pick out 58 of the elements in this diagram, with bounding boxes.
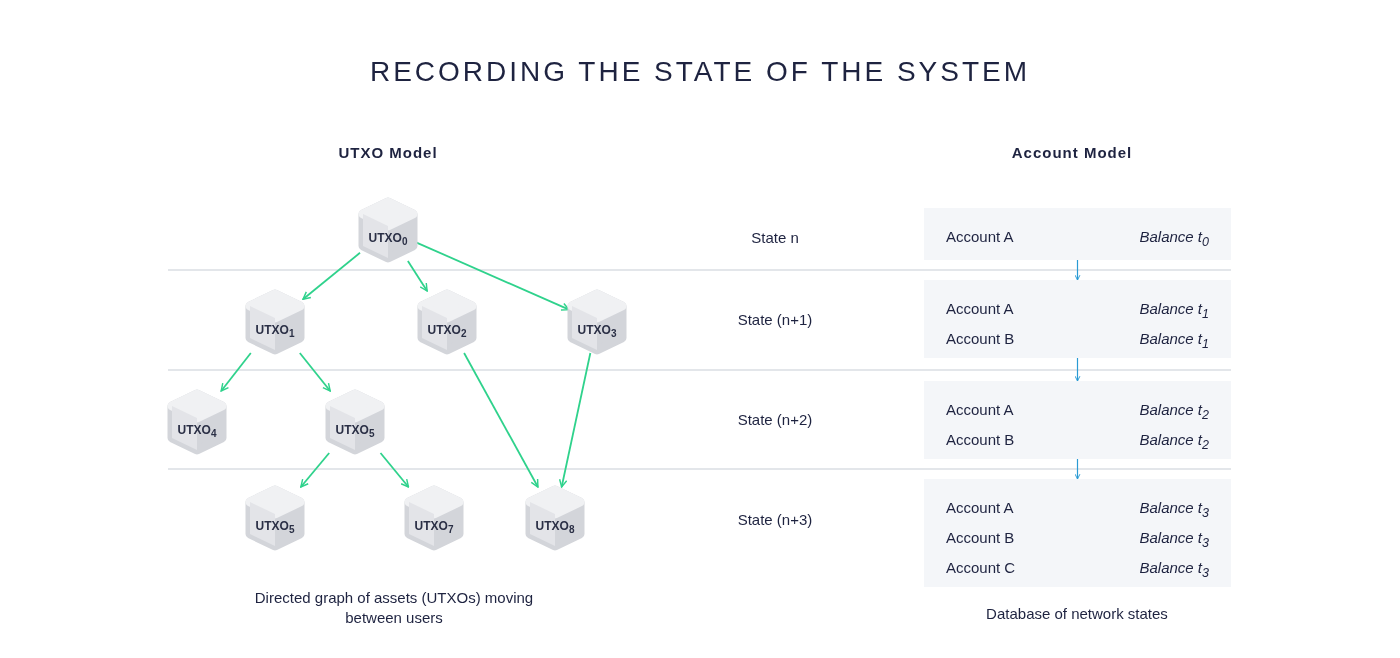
state-label: State (n+1) <box>737 311 813 328</box>
cube-label: UTXO$_{0}$ <box>367 231 409 248</box>
balance-value: Balance t$_{1}$ <box>1139 330 1209 353</box>
account-card <box>924 280 1231 358</box>
arrow <box>299 452 331 488</box>
arrow <box>220 352 252 392</box>
account-name: Account A <box>946 300 1014 319</box>
account-name: Account A <box>946 499 1014 518</box>
arrow <box>558 352 592 488</box>
cube-label: UTXO$_{8}$ <box>534 519 576 536</box>
arrow <box>1074 458 1081 480</box>
account-name: Account B <box>946 529 1015 548</box>
utxo-cube <box>404 485 464 551</box>
account-name: Account B <box>946 431 1015 450</box>
arrow <box>407 260 428 292</box>
cube-label: UTXO$_{4}$ <box>176 423 218 440</box>
account-card <box>924 479 1231 587</box>
utxo-cube <box>525 485 585 551</box>
caption: Directed graph of assets (UTXOs) moving between users <box>254 588 534 628</box>
cube-label: UTXO$_{2}$ <box>426 323 468 340</box>
arrow <box>298 352 332 392</box>
utxo-cube <box>325 389 385 455</box>
arrow <box>1074 357 1081 382</box>
cube-label: UTXO$_{5}$ <box>334 423 376 440</box>
state-label: State n <box>751 229 799 246</box>
utxo-cube <box>245 289 305 355</box>
arrow <box>463 352 539 488</box>
account-card <box>924 208 1231 260</box>
section-heading: Account Model <box>1011 144 1133 161</box>
balance-value: Balance t$_{2}$ <box>1139 431 1209 454</box>
account-name: Account C <box>946 559 1016 578</box>
section-heading: UTXO Model <box>338 144 438 161</box>
state-label: State (n+3) <box>737 511 813 528</box>
account-name: Account A <box>946 228 1014 247</box>
account-name: Account A <box>946 401 1014 420</box>
utxo-cube <box>245 485 305 551</box>
cube-label: UTXO$_{5}$ <box>254 519 296 536</box>
utxo-cube <box>358 197 418 263</box>
arrow <box>1074 259 1081 281</box>
arrow <box>302 251 361 301</box>
balance-value: Balance t$_{1}$ <box>1139 300 1209 323</box>
arrow <box>379 452 410 488</box>
balance-value: Balance t$_{3}$ <box>1139 499 1209 522</box>
cube-label: UTXO$_{7}$ <box>413 519 455 536</box>
balance-value: Balance t$_{3}$ <box>1139 529 1209 552</box>
balance-value: Balance t$_{0}$ <box>1139 228 1209 251</box>
caption: Database of network states <box>986 605 1168 622</box>
balance-value: Balance t$_{3}$ <box>1139 559 1209 582</box>
cube-label: UTXO$_{3}$ <box>576 323 618 340</box>
account-card <box>924 381 1231 459</box>
utxo-cube <box>167 389 227 455</box>
account-name: Account B <box>946 330 1015 349</box>
state-label: State (n+2) <box>737 411 813 428</box>
balance-value: Balance t$_{2}$ <box>1139 401 1209 424</box>
cube-label: UTXO$_{1}$ <box>254 323 296 340</box>
utxo-cube <box>417 289 477 355</box>
title: RECORDING THE STATE OF THE SYSTEM <box>368 56 1032 88</box>
utxo-cube <box>567 289 627 355</box>
